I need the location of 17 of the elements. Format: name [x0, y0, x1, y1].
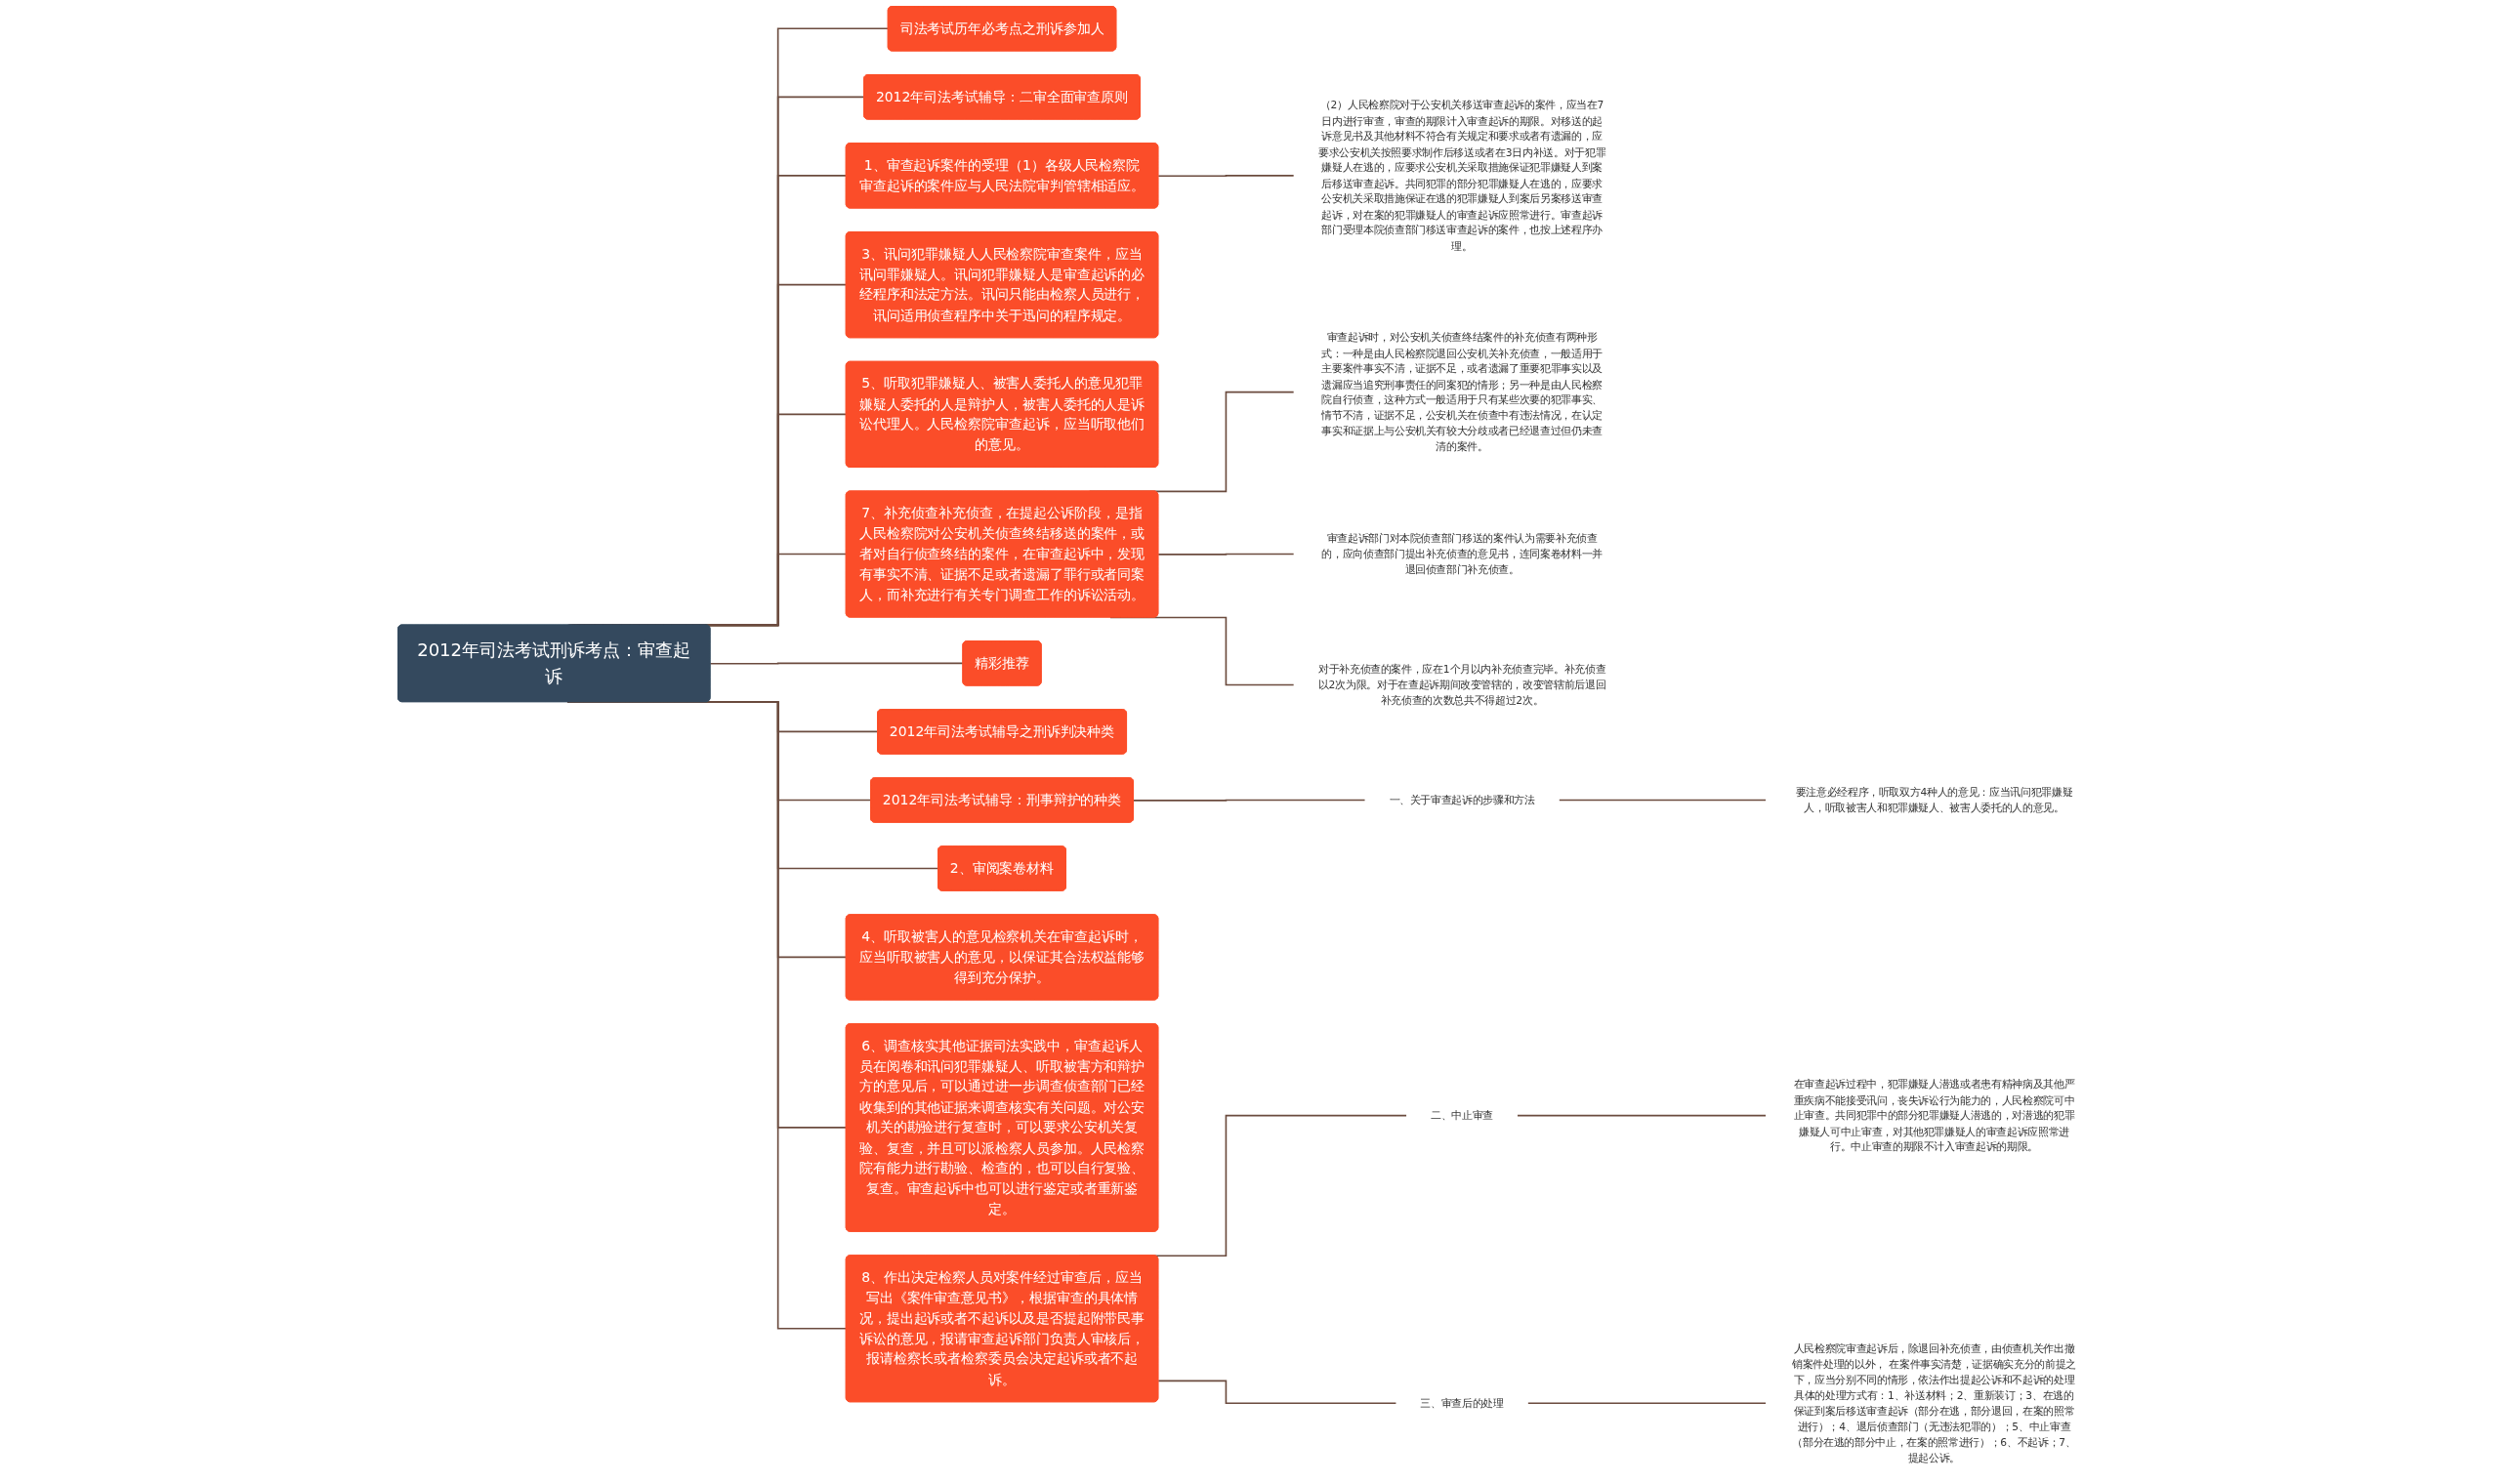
- node-text: 人民检察院审查起诉后，除退回补充侦查，由侦查机关作出撤销案件处理的以外， 在案件事实清楚，证据确实充分的前提之下，应当分别不同的情形，依法作出提起公诉和不起诉的处理具体的处理方式有：1、补送材料；2、重新装订；3、在逃的保证到案后移送审查起诉（部分在逃，部分退回，在案的照常进行）；4、退后侦查部门（无违法犯罪的）；5、中止审查（部分在逃的部分中止，在案的照常进行）；6、不起诉；7、提起公诉。: [1791, 1341, 2076, 1464]
- node-text: 审查起诉时，对公安机关侦查终结案件的补充侦查有两种形式：一种是由人民检察院退回公安机关补充侦查，一般适用于主要案件事实不清，证据不足，或者遗漏了重要犯罪事实以及遗漏应当追究刑事责任的同案犯的情形；另一种是由人民检察院自行侦查，这种方式一般适用于只有某些次要的犯罪事实、情节不清，证据不足，公安机关在侦查中有违法情况，在认定事实和证据上与公安机关有较大分歧或者已经退查过但仍未查清的案件。: [1321, 331, 1603, 453]
- node-text: 要注意必经程序，听取双方4种人的意见：应当讯问犯罪嫌疑人，听取被害人和犯罪嫌疑人、被害人委托的人的意见。: [1795, 786, 2073, 814]
- node-text: 一、关于审查起诉的步骤和方法: [1389, 794, 1535, 806]
- connector: [1157, 175, 1295, 178]
- connector: [1516, 1114, 1768, 1117]
- connector: [1526, 1402, 1768, 1405]
- connector: [1157, 1380, 1397, 1405]
- connector: [1133, 799, 1366, 802]
- connector: [1558, 799, 1768, 802]
- node-text: 在审查起诉过程中，犯罪嫌疑人潜逃或者患有精神病及其他严重疾病不能接受讯问，丧失诉讼行为能力的，人民检察院可中止审查。共同犯罪中的部分犯罪嫌疑人潜逃的，对潜逃的犯罪嫌疑人可中止审查，对其他犯罪嫌疑人的审查起诉应照常进行。中止审查的期限不计入审查起诉的期限。: [1793, 1078, 2075, 1153]
- node-text: 三、审查后的处理: [1420, 1396, 1504, 1410]
- node-text: （2）人民检察院对于公安机关移送审查起诉的案件，应当在7日内进行审查，审查的期限计入审查起诉的期限。对移送的起诉意见书及其他材料不符合有关规定和要求或者有遗漏的，应要求公安机关按照要求制作后移送或者在3日内补送。对于犯罪嫌疑人在逃的，应要求公安机关采取措施保证犯罪嫌疑人到案后移送审查起诉。共同犯罪的部分犯罪嫌疑人在逃的，应要求公安机关采取措施保证在逃的犯罪嫌疑人到案后另案移送审查起诉，对在案的犯罪嫌疑人的审查起诉应照常进行。审查起诉部门受理本院侦查部门移送审查起诉的案件，也按上述程序办理。: [1317, 99, 1606, 252]
- connector: [1157, 553, 1295, 556]
- node-text: 对于补充侦查的案件，应在1个月以内补充侦查完毕。补充侦查以2次为限。对于在查起诉期间改变管辖的，改变管辖前后退回补充侦查的次数总共不得超过2次。: [1317, 663, 1606, 707]
- node-text: 审查起诉部门对本院侦查部门移送的案件认为需要补充侦查的，应向侦查部门提出补充侦查的意见书，连同案卷材料一并退回侦查部门补充侦查。: [1321, 532, 1603, 576]
- node-text: 二、中止审查: [1431, 1109, 1494, 1122]
